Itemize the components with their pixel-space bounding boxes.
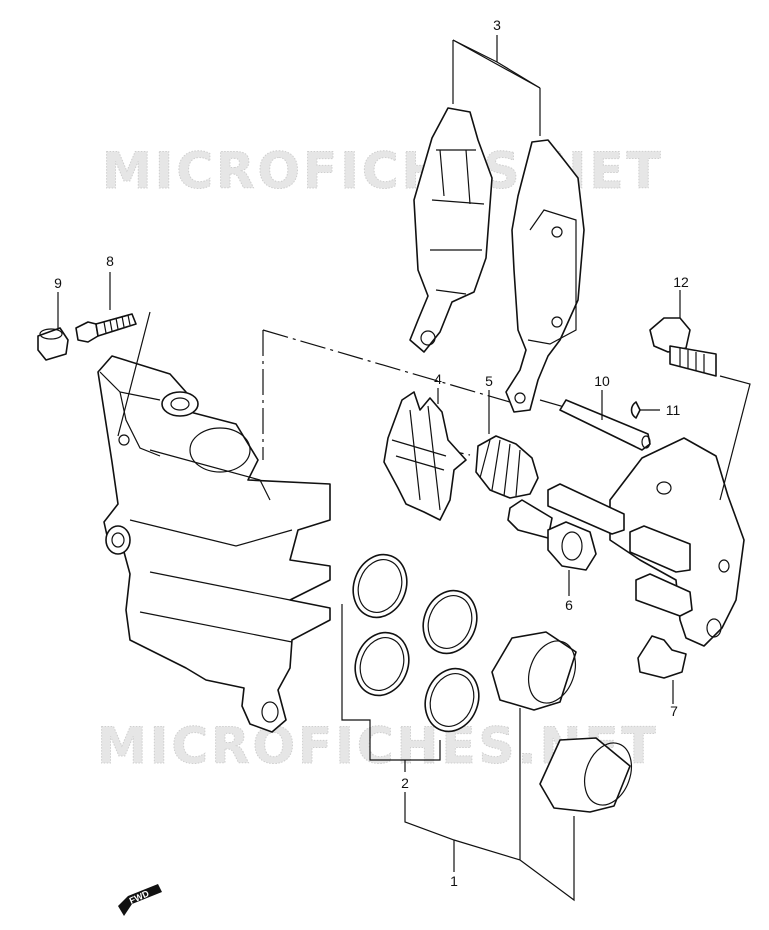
bleeder-cap <box>37 327 69 361</box>
callout-5: 5 <box>485 373 493 389</box>
piston-seals <box>352 553 480 733</box>
callout-10: 10 <box>594 373 610 389</box>
brake-pad-inner <box>409 107 493 353</box>
leader-lines <box>57 35 751 902</box>
retainer-clip <box>637 635 687 679</box>
mounting-bolt <box>649 317 717 377</box>
callout-numbers: 3 9 8 12 4 5 10 11 6 7 2 1 <box>54 17 689 889</box>
caliper-bracket <box>547 437 745 647</box>
fwd-arrow: FWD <box>118 884 162 916</box>
callout-12: 12 <box>673 274 689 290</box>
fwd-label: FWD <box>128 888 151 906</box>
brake-pad-outer <box>505 139 585 413</box>
callout-6: 6 <box>565 597 573 613</box>
callout-1: 1 <box>450 873 458 889</box>
pin-boot <box>507 499 597 571</box>
callout-3: 3 <box>493 17 501 33</box>
callout-4: 4 <box>434 371 442 387</box>
callout-8: 8 <box>106 253 114 269</box>
callout-9: 9 <box>54 275 62 291</box>
pin-clip <box>630 401 641 419</box>
callout-11: 11 <box>666 402 681 418</box>
pad-spring <box>383 391 467 521</box>
callout-7: 7 <box>670 703 678 719</box>
boot <box>475 435 539 499</box>
callout-2: 2 <box>401 775 409 791</box>
bleeder-valve <box>75 313 137 343</box>
pistons <box>491 631 632 813</box>
caliper-body <box>97 355 331 733</box>
slide-pin <box>559 399 651 451</box>
